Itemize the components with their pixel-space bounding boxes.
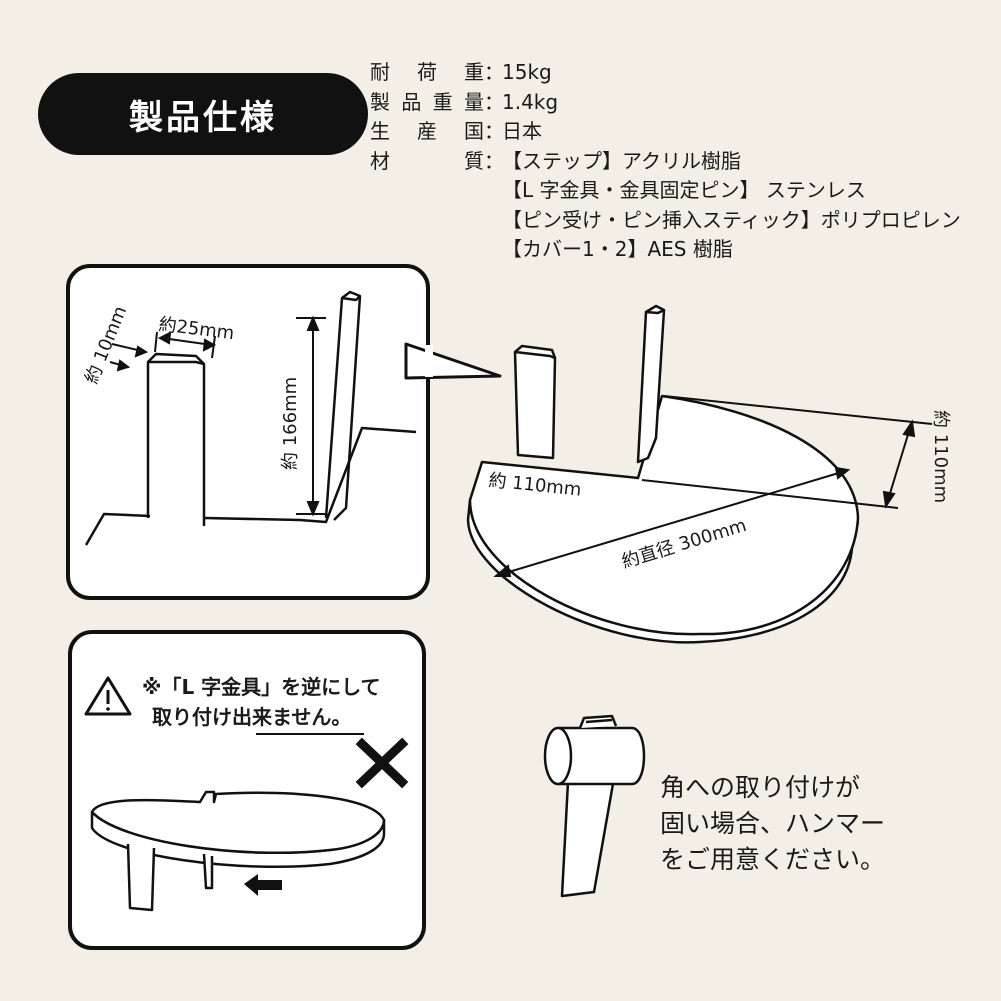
spec-colon: ： xyxy=(484,60,504,84)
warning-line1: ※「L 字金具」を逆にして xyxy=(142,675,381,699)
spec-label: 材質 xyxy=(370,148,484,173)
spec-value: 15kg xyxy=(502,60,552,84)
product-drawing: 約 110mm 約 110mm 約直径 300mm xyxy=(466,304,951,644)
spec-colon: ： xyxy=(484,148,504,173)
spec-material-line: 【カバー1・2】AES 樹脂 xyxy=(502,237,733,261)
spec-label: 生産国 xyxy=(370,119,484,143)
spec-material-line: 【L 字金具・金具固定ピン】 ステンレス xyxy=(502,178,866,202)
spec-colon: ： xyxy=(484,119,504,143)
warning-line2: 取り付け出来ません。 xyxy=(152,705,351,729)
detail-panel: 約25mm 約 10mm 約 166mm xyxy=(66,264,502,600)
spec-value: 【ステップ】アクリル樹脂 xyxy=(502,148,741,173)
spec-value: 1.4kg xyxy=(502,89,559,114)
spec-label: 製品重量 xyxy=(370,89,484,114)
hammer-note-line: 固い場合、ハンマー xyxy=(660,809,886,838)
spec-row: 材質：【ステップ】アクリル樹脂 xyxy=(370,147,961,177)
warning-icon xyxy=(84,676,132,716)
hammer-icon xyxy=(543,714,646,898)
warning-emphasis: 出来ません xyxy=(232,705,331,729)
warning-panel: ※「L 字金具」を逆にして 取り付け出来ません。 xyxy=(68,630,426,950)
spec-material-line: 【ピン受け・ピン挿入スティック】ポリプロピレン xyxy=(502,207,961,232)
spec-row: 製品重量：1.4kg xyxy=(370,88,961,118)
spec-row: 生産国：日本 xyxy=(370,117,961,147)
spec-colon: ： xyxy=(484,89,504,114)
spec-title-badge: 製品仕様 xyxy=(38,73,368,155)
side-b-label: 約 110mm xyxy=(930,410,951,503)
detail-height-label: 約 166mm xyxy=(280,377,301,470)
spec-label: 耐荷重 xyxy=(370,60,484,84)
hammer-note-line: をご用意ください。 xyxy=(660,845,886,874)
hammer-note-line: 角への取り付けが xyxy=(660,773,861,802)
spec-value: 日本 xyxy=(502,119,542,143)
spec-row: 耐荷重：15kg xyxy=(370,58,961,88)
cross-icon xyxy=(355,737,409,789)
hammer-note: 角への取り付けが固い場合、ハンマーをご用意ください。 xyxy=(660,770,885,878)
arrow-left-icon xyxy=(244,874,282,896)
